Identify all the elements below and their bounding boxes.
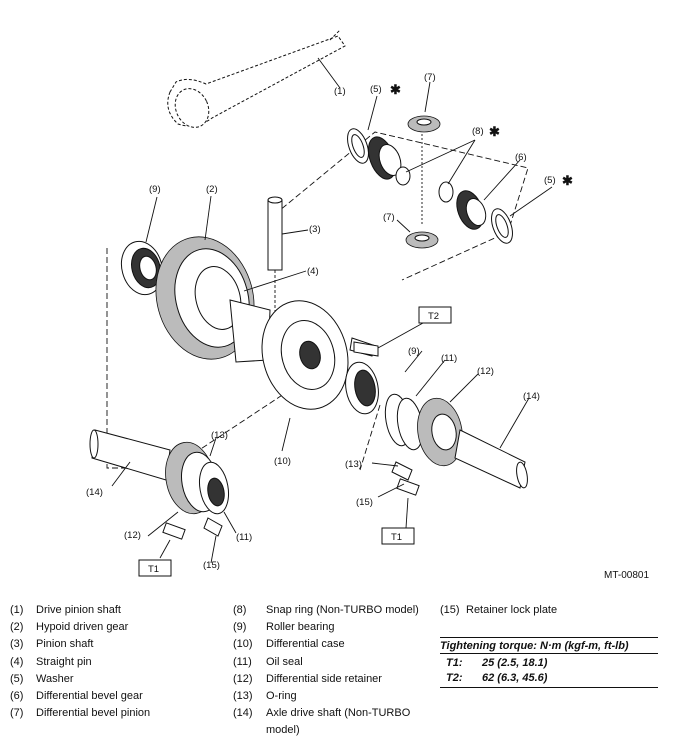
callout-7-top: (7) xyxy=(424,72,436,83)
torque-row: T2: 62 (6.3, 45.6) xyxy=(440,669,658,688)
legend-text: Pinion shaft xyxy=(36,638,94,651)
asterisk-5-right: ✱ xyxy=(562,173,573,188)
legend-text: Snap ring (Non-TURBO model) xyxy=(266,604,419,616)
legend-number: (13) xyxy=(233,690,253,703)
legend-text: Differential bevel pinion xyxy=(36,707,151,720)
legend-number: (8) xyxy=(233,604,247,616)
torque-value: 25 (2.5, 18.1) xyxy=(482,657,548,669)
legend-item: (11) Oil seal xyxy=(233,654,433,671)
legend-text: Drive pinion shaft xyxy=(36,604,121,616)
callout-5-top: (5) xyxy=(370,84,382,95)
left-side-retainer-drawing xyxy=(89,429,230,540)
callout-11-right: (11) xyxy=(441,353,457,364)
asterisk-8: ✱ xyxy=(489,124,500,139)
t1-torque-box-left xyxy=(138,559,172,577)
legend-number: (4) xyxy=(10,655,24,668)
callout-1: (1) xyxy=(334,86,346,97)
legend-number: (9) xyxy=(233,621,247,634)
legend-text: Differential side retainer xyxy=(266,672,382,685)
legend-number: (5) xyxy=(10,672,24,685)
legend-number: (3) xyxy=(10,638,24,651)
legend-item: (14) Axle drive shaft (Non-TURBO model) xyxy=(233,705,433,739)
t1-torque-box-right xyxy=(381,527,415,545)
callout-2: (2) xyxy=(206,184,218,195)
legend-text: Retainer lock plate xyxy=(466,604,558,616)
callout-14-right: (14) xyxy=(523,391,540,402)
legend-item: (12) Differential side retainer xyxy=(233,671,433,688)
drive-pinion-shaft-drawing xyxy=(167,29,346,128)
t2-torque-box xyxy=(418,306,452,324)
torque-heading: Tightening torque: N·m (kgf-m, ft-lb) xyxy=(440,637,658,654)
legend-number: (15) xyxy=(440,604,460,616)
callout-9-left: (9) xyxy=(149,184,161,195)
legend-text: Oil seal xyxy=(266,655,303,668)
legend-item: (15) Retainer lock plate xyxy=(440,602,660,619)
legend-number: (1) xyxy=(10,604,24,616)
callout-15-left: (15) xyxy=(203,560,220,571)
legend-number: (7) xyxy=(10,707,24,720)
legend-item: (9) Roller bearing xyxy=(233,619,433,636)
legend-item: (10) Differential case xyxy=(233,636,433,653)
legend-item: (4) Straight pin xyxy=(10,654,220,671)
torque-key: T2: xyxy=(446,672,463,684)
t2-bolt-drawing xyxy=(353,341,379,357)
legend-item: (2) Hypoid driven gear xyxy=(10,619,220,636)
tightening-torque-table: Tightening torque: N·m (kgf-m, ft-lb) T1… xyxy=(440,637,658,688)
legend-item: (5) Washer xyxy=(10,671,220,688)
legend-text: Axle drive shaft (Non-TURBO model) xyxy=(266,707,411,737)
right-side-retainer-drawing xyxy=(345,361,528,496)
legend-number: (14) xyxy=(233,707,253,720)
legend-text: Differential case xyxy=(266,638,345,651)
callout-14-left: (14) xyxy=(86,487,103,498)
legend-text: Hypoid driven gear xyxy=(36,621,129,634)
t1-torque-label-right: T1 xyxy=(391,532,402,543)
hypoid-gear-and-case-drawing xyxy=(120,236,377,410)
legend-number: (2) xyxy=(10,621,24,634)
legend-item: (3) Pinion shaft xyxy=(10,636,220,653)
legend-column-3: (15) Retainer lock plate xyxy=(440,602,660,619)
legend-item: (13) O-ring xyxy=(233,688,433,705)
callout-15-right: (15) xyxy=(356,497,373,508)
callout-6: (6) xyxy=(515,152,527,163)
callout-5-right: (5) xyxy=(544,175,556,186)
legend-item: (8) Snap ring (Non-TURBO model) xyxy=(233,602,433,619)
callout-12-right: (12) xyxy=(477,366,494,377)
t2-torque-label: T2 xyxy=(428,311,439,322)
callout-13-right: (13) xyxy=(345,459,362,470)
legend-text: O-ring xyxy=(266,690,297,703)
figure-code: MT-00801 xyxy=(604,570,650,581)
asterisk-5-top: ✱ xyxy=(390,82,401,97)
callout-12-left: (12) xyxy=(124,530,141,541)
torque-key: T1: xyxy=(446,657,463,669)
bevel-gear-set-drawing xyxy=(347,115,513,249)
callout-13-left: (13) xyxy=(211,430,228,441)
callout-3: (3) xyxy=(309,224,321,235)
torque-row: T1: 25 (2.5, 18.1) xyxy=(440,654,658,669)
legend-text: Differential bevel gear xyxy=(36,690,143,703)
legend-number: (12) xyxy=(233,672,253,685)
callout-10: (10) xyxy=(274,456,291,467)
retainer-guide-line xyxy=(359,404,381,471)
legend-text: Straight pin xyxy=(36,655,92,668)
legend-item: (7) Differential bevel pinion xyxy=(10,705,220,722)
callout-11-left: (11) xyxy=(236,532,252,543)
legend-text: Washer xyxy=(36,672,74,685)
exploded-parts-diagram: T2 T1 T1 (1) (5) ✱ (7) (8) ✱ (6) (5) ✱ (… xyxy=(86,29,573,577)
legend-number: (11) xyxy=(233,655,252,668)
legend-column-1: (1) Drive pinion shaft (2) Hypoid driven ge… xyxy=(10,602,220,722)
legend-item: (6) Differential bevel gear xyxy=(10,688,220,705)
leader-lines xyxy=(111,57,553,564)
legend-item: (1) Drive pinion shaft xyxy=(10,602,220,619)
callout-4: (4) xyxy=(307,266,319,277)
legend-number: (10) xyxy=(233,638,253,651)
differential-assembly-outline xyxy=(267,131,529,281)
t1-torque-label-left: T1 xyxy=(148,564,159,575)
legend-column-2: (8) Snap ring (Non-TURBO model) (9) Roller … xyxy=(233,602,433,740)
callout-7-bottom: (7) xyxy=(383,212,395,223)
legend-number: (6) xyxy=(10,690,24,703)
legend-text: Roller bearing xyxy=(266,621,335,634)
callout-8: (8) xyxy=(472,126,484,137)
torque-value: 62 (6.3, 45.6) xyxy=(482,672,548,684)
callout-9-right: (9) xyxy=(408,346,420,357)
